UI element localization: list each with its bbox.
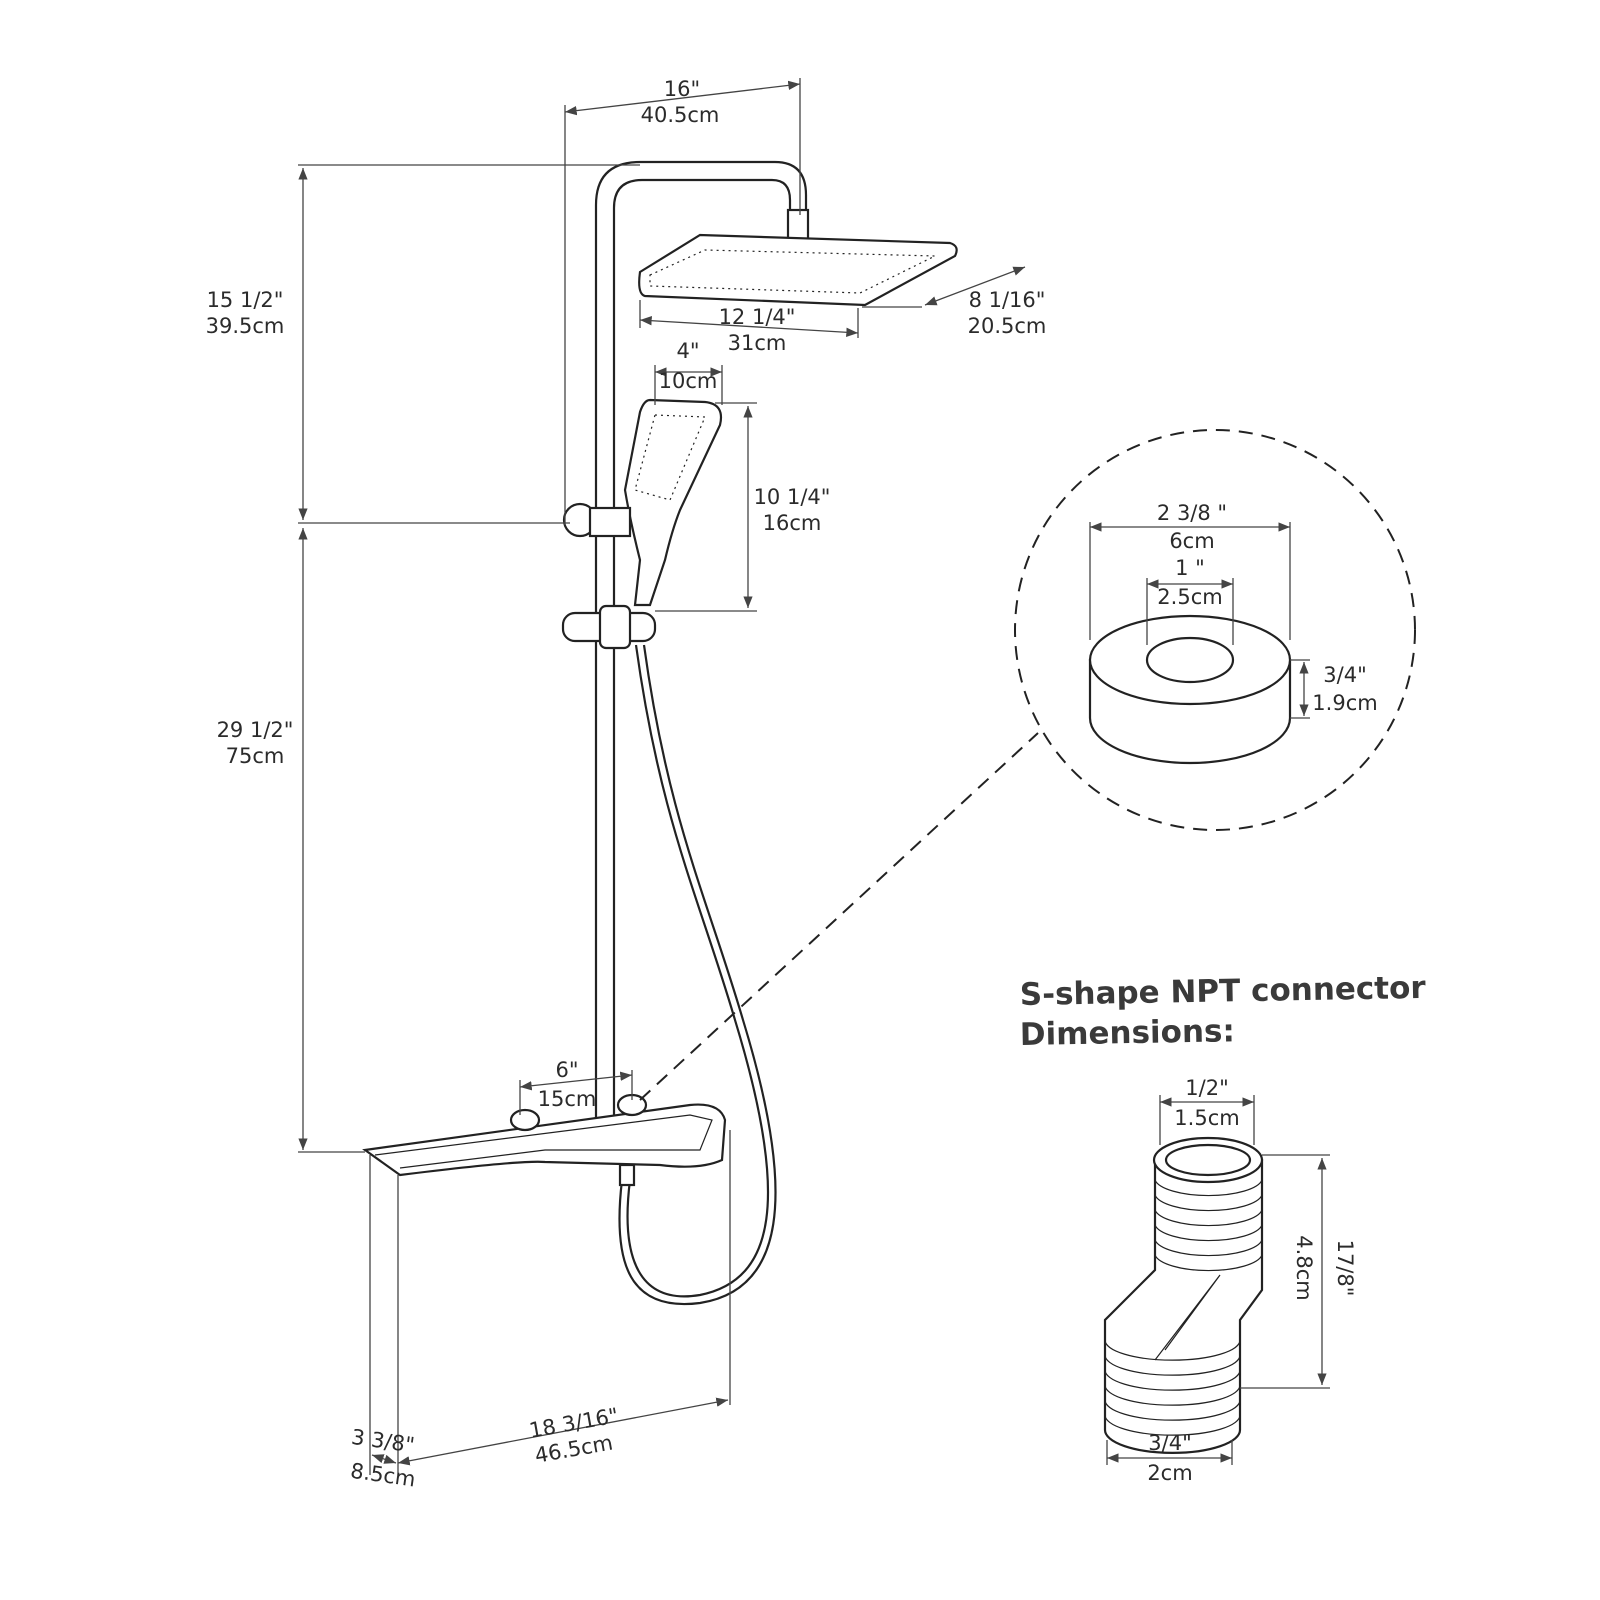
connector-labels: 1/2" 1.5cm 4.8cm 17/8" 3/4" 2cm	[1147, 1076, 1357, 1485]
rain-shower-head	[638, 233, 958, 307]
hand-shower	[623, 398, 723, 607]
valve-spacing-cm: 15cm	[538, 1087, 597, 1111]
hand-shower-length-cm: 16cm	[763, 511, 822, 535]
thermostatic-valve-shelf	[362, 1093, 727, 1187]
valve-spacing-in: 6"	[555, 1058, 578, 1082]
connector-bottom-cm: 2cm	[1147, 1461, 1192, 1485]
rain-head-depth-in: 8 1/16"	[969, 288, 1046, 312]
shelf-depth-cm: 8.5cm	[349, 1459, 417, 1492]
rain-head-depth-cm: 20.5cm	[968, 314, 1047, 338]
wall-bracket	[562, 502, 632, 538]
upper-height-in: 15 1/2"	[207, 288, 284, 312]
connector-bottom-in: 3/4"	[1148, 1431, 1191, 1455]
arm-width-in: 16"	[664, 77, 700, 101]
washer-labels: 2 3/8 " 6cm 1 " 2.5cm 3/4" 1.9cm	[1157, 501, 1378, 715]
washer-outer-in: 2 3/8 "	[1157, 501, 1227, 525]
detail-circle	[1014, 429, 1416, 831]
rain-head-width-in: 12 1/4"	[719, 305, 796, 329]
shelf-depth-in: 3 3/8"	[350, 1425, 416, 1458]
s-shape-connector	[1103, 1095, 1330, 1465]
hand-shower-length-in: 10 1/4"	[754, 485, 831, 509]
detail-callout-line	[639, 732, 1039, 1101]
washer-thickness-in: 3/4"	[1323, 663, 1366, 687]
washer-outer-cm: 6cm	[1169, 529, 1214, 553]
washer-inner-cm: 2.5cm	[1157, 585, 1222, 609]
connector-subtitle: Dimensions:	[1020, 1013, 1236, 1053]
lower-height-cm: 75cm	[226, 744, 285, 768]
washer	[1088, 522, 1310, 765]
upper-height-cm: 39.5cm	[206, 314, 285, 338]
slider	[561, 604, 657, 650]
washer-inner-in: 1 "	[1175, 556, 1205, 580]
connector-title: S-shape NPT connector	[1020, 970, 1427, 1013]
connector-top-cm: 1.5cm	[1174, 1106, 1239, 1130]
rain-head-width-cm: 31cm	[728, 331, 787, 355]
connector-height-in: 17/8"	[1333, 1240, 1357, 1297]
connector-height-cm: 4.8cm	[1292, 1235, 1316, 1300]
arm-width-cm: 40.5cm	[641, 103, 720, 127]
washer-thickness-cm: 1.9cm	[1312, 691, 1377, 715]
dimension-lines	[298, 78, 1026, 1475]
lower-height-in: 29 1/2"	[217, 718, 294, 742]
hand-shower-width-in: 4"	[676, 339, 699, 363]
hose	[626, 644, 770, 1298]
connector-top-in: 1/2"	[1185, 1076, 1228, 1100]
hand-shower-width-cm: 10cm	[659, 369, 718, 393]
shower-dimension-labels: 16" 40.5cm 15 1/2" 39.5cm 29 1/2" 75cm 1…	[206, 77, 1047, 1492]
